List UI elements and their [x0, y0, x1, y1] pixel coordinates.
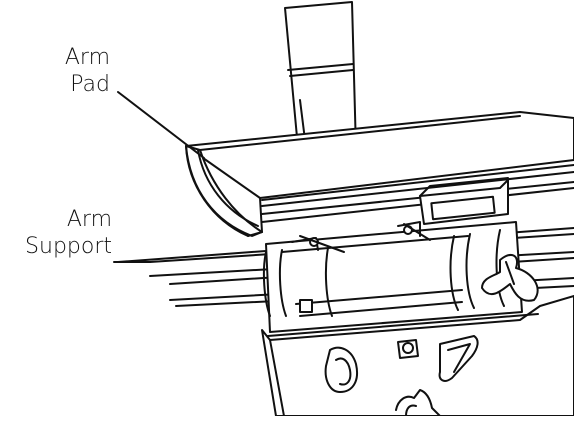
- arm-pad-label-line1: Arm: [64, 45, 110, 70]
- arm-support-label-line2: Support: [25, 234, 112, 259]
- pad-latch: [419, 177, 509, 225]
- arm-support-label-line1: Arm: [66, 207, 112, 232]
- arm-pad-leader: [117, 91, 205, 159]
- upright-post: [284, 1, 357, 151]
- arm-pad: [185, 111, 574, 237]
- arm-pad-label-line2: Pad: [70, 72, 110, 97]
- arm-pad-label: Arm Pad: [65, 44, 110, 98]
- bracket: [262, 221, 523, 333]
- arm-support-label: Arm Support: [25, 206, 112, 260]
- star-knob: [481, 253, 539, 302]
- lower-plate: [261, 295, 574, 417]
